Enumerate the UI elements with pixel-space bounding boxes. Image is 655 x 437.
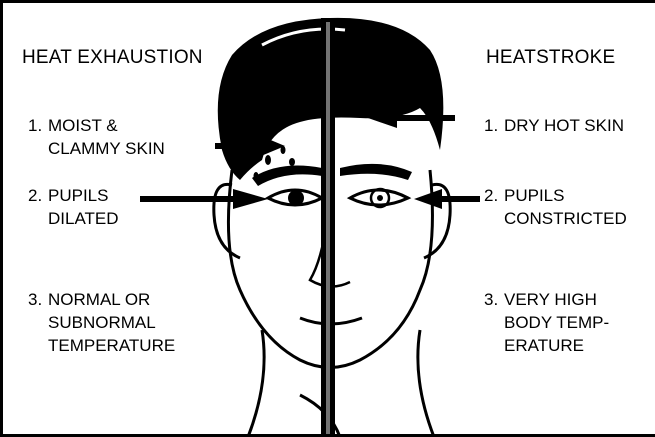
sign-text: ERATURE: [484, 334, 609, 357]
sign-text: PUPILS: [48, 186, 108, 205]
sign-number: 2.: [484, 184, 504, 207]
sign-text: VERY HIGH: [504, 290, 597, 309]
left-eyebrow: [252, 166, 322, 186]
sign-text: CLAMMY SKIN: [28, 137, 165, 160]
heat-exhaustion-sign-2: 2.PUPILS DILATED: [28, 184, 119, 230]
sign-number: 1.: [484, 114, 504, 137]
sign-number: 1.: [28, 114, 48, 137]
sign-number: 2.: [28, 184, 48, 207]
sign-text: BODY TEMP-: [484, 311, 609, 334]
sign-text: MOIST &: [48, 116, 118, 135]
heat-exhaustion-heading: HEAT EXHAUSTION: [22, 47, 203, 69]
sign-number: 3.: [484, 288, 504, 311]
heat-exhaustion-sign-3: 3.NORMAL OR SUBNORMAL TEMPERATURE: [28, 288, 175, 357]
heat-exhaustion-sign-1: 1.MOIST & CLAMMY SKIN: [28, 114, 165, 160]
sign-text: SUBNORMAL: [28, 311, 175, 334]
neck-and-collar: [248, 330, 434, 437]
left-pupil-dilated: [288, 190, 304, 206]
sign-text: PUPILS: [504, 186, 564, 205]
sign-text: DILATED: [28, 207, 119, 230]
heatstroke-sign-1: 1.DRY HOT SKIN: [484, 114, 624, 137]
right-eyebrow: [340, 164, 412, 180]
heatstroke-sign-2: 2.PUPILS CONSTRICTED: [484, 184, 627, 230]
sign-text: NORMAL OR: [48, 290, 150, 309]
sign-text: TEMPERATURE: [28, 334, 175, 357]
dividing-pole: [321, 18, 335, 437]
sign-text: DRY HOT SKIN: [504, 116, 624, 135]
right-pupil-constricted: [377, 195, 383, 201]
sign-text: CONSTRICTED: [484, 207, 627, 230]
heatstroke-heading: HEATSTROKE: [486, 47, 615, 69]
sign-number: 3.: [28, 288, 48, 311]
heatstroke-sign-3: 3.VERY HIGH BODY TEMP- ERATURE: [484, 288, 609, 357]
